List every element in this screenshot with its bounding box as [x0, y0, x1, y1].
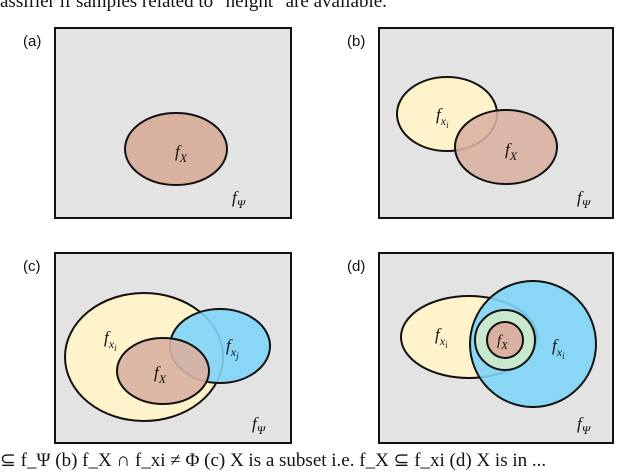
panel-a-fX-region	[124, 112, 228, 186]
panel-a-fX-label: fX	[175, 142, 188, 165]
panel-d-space-label: fΨ	[577, 414, 592, 437]
panel-b-space-label: fΨ	[577, 188, 592, 211]
panel-c-fxi-label: fxi	[104, 328, 117, 353]
panel-c-fX-region	[116, 337, 210, 405]
panel-a-space-label: fΨ	[232, 188, 247, 211]
panel-c-space-label: fΨ	[252, 414, 267, 437]
panel-c-label: (c)	[23, 258, 41, 275]
panel-a-label: (a)	[23, 33, 42, 50]
panel-d: fxi fxi fX fΨ	[378, 252, 614, 444]
panel-d-fxi-left-label: fxi	[435, 325, 448, 350]
panel-d-fX-region	[486, 321, 524, 359]
panel-d-label: (d)	[347, 258, 366, 275]
panel-b-fxi-label: fxi	[436, 105, 449, 130]
panel-b-fX-region	[454, 109, 558, 185]
panel-b-fX-label: fX	[505, 140, 518, 163]
panel-a: fX fΨ	[54, 27, 292, 219]
caption-top: assifier if samples related to "height" …	[0, 0, 387, 12]
panel-c-fxj-label: fxj	[226, 336, 239, 361]
panel-c: fxi fxj fX fΨ	[54, 252, 292, 444]
panel-c-fX-label: fX	[154, 363, 167, 386]
panel-b-label: (b)	[347, 33, 366, 50]
caption-bottom: ⊆ f_Ψ (b) f_X ∩ f_xi ≠ Φ (c) X is a subs…	[0, 450, 547, 471]
panel-d-fX-label: fX	[497, 333, 509, 352]
panel-d-fxi-right-label: fxi	[552, 336, 565, 361]
panel-b: fxi fX fΨ	[378, 27, 614, 219]
